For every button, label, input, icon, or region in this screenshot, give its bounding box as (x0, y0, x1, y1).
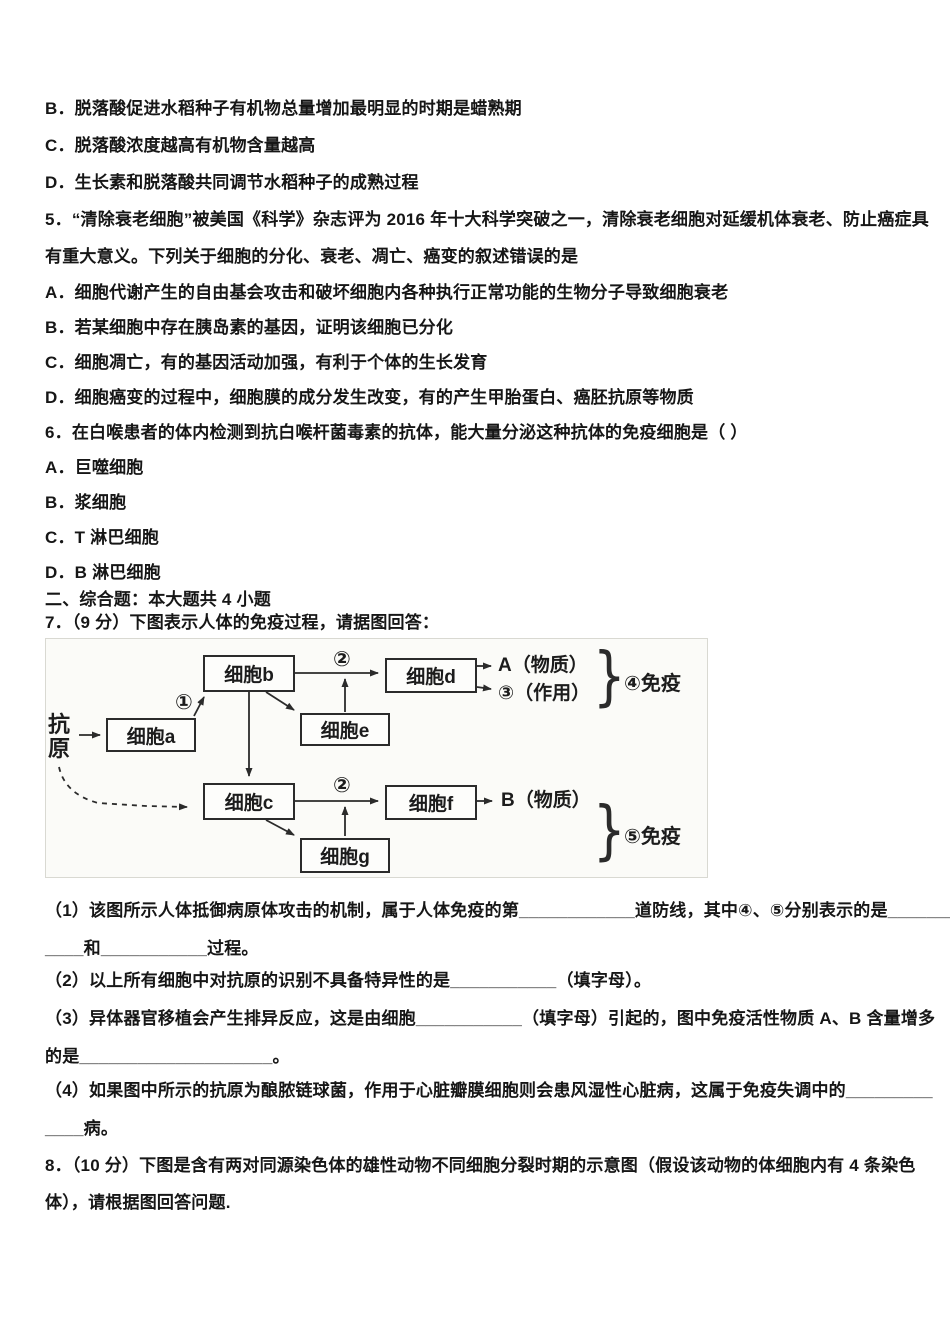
q7-sub1-line2: ____和___________过程。 (45, 939, 259, 958)
q8-stem-line1: 8．（10 分）下图是含有两对同源染色体的雄性动物不同细胞分裂时期的示意图（假设… (45, 1156, 916, 1175)
q8-stem-line2: 体），请根据图回答问题. (45, 1193, 231, 1212)
q7-sub3-line1: （3）异体器官移植会产生排异反应，这是由细胞___________（填字母）引起… (45, 1009, 936, 1028)
cell-b-box: 细胞b (203, 655, 295, 692)
immunity-4-label: ④免疫 (624, 673, 681, 695)
q5-option-d: D．细胞癌变的过程中，细胞膜的成分发生改变，有的产生甲胎蛋白、癌胚抗原等物质 (45, 388, 694, 407)
section-header: 二、综合题：本大题共 4 小题 (45, 590, 271, 609)
antigen-char-top: 抗 (48, 712, 71, 737)
cell-d-box: 细胞d (385, 658, 477, 693)
step-2-top-label: ② (333, 648, 351, 671)
substance-a-label: A（物质） (498, 655, 588, 676)
q6-option-d: D．B 淋巴细胞 (45, 563, 161, 582)
q5-stem-line2: 有重大意义。下列关于细胞的分化、衰老、凋亡、癌变的叙述错误的是 (45, 247, 579, 266)
q7-sub1-line1: （1）该图所示人体抵御病原体攻击的机制，属于人体免疫的第____________… (45, 901, 950, 920)
cell-g-box: 细胞g (300, 838, 390, 873)
substance-b-label: B（物质） (501, 790, 591, 811)
cell-c-box: 细胞c (203, 783, 295, 820)
q5-option-c: C．细胞凋亡，有的基因活动加强，有利于个体的生长发育 (45, 353, 488, 372)
q7-sub2: （2）以上所有细胞中对抗原的识别不具备特异性的是___________（填字母）… (45, 971, 652, 990)
q5-option-b: B．若某细胞中存在胰岛素的基因，证明该细胞已分化 (45, 318, 454, 337)
q7-stem: 7．（9 分）下图表示人体的免疫过程，请据图回答： (45, 613, 440, 632)
q7-sub4-line2: ____病。 (45, 1119, 119, 1138)
q6-stem: 6．在白喉患者的体内检测到抗白喉杆菌毒素的抗体，能大量分泌这种抗体的免疫细胞是（… (45, 423, 748, 442)
q7-sub3-line2: 的是____________________。 (45, 1047, 290, 1066)
antigen-char-bottom: 原 (48, 736, 71, 761)
antigen-label: 抗 原 (48, 713, 70, 761)
q5-option-a: A．细胞代谢产生的自由基会攻击和破坏细胞内各种执行正常功能的生物分子导致细胞衰老 (45, 283, 729, 302)
q4-option-b: B．脱落酸促进水稻种子有机物总量增加最明显的时期是蜡熟期 (45, 99, 522, 118)
cell-a-box: 细胞a (106, 718, 196, 752)
q4-option-c: C．脱落酸浓度越高有机物含量越高 (45, 136, 316, 155)
step-1-label: ① (175, 691, 193, 714)
q4-option-d: D．生长素和脱落酸共同调节水稻种子的成熟过程 (45, 173, 419, 192)
immunity-5-label: ⑤免疫 (624, 826, 681, 848)
q6-option-b: B．浆细胞 (45, 493, 127, 512)
brace-top: } (593, 640, 626, 714)
immune-process-diagram: 抗 原 细胞a 细胞b 细胞d 细胞e 细胞c 细胞f 细胞g ① ② ② A（… (45, 638, 708, 878)
cell-f-box: 细胞f (385, 785, 477, 820)
cell-e-box: 细胞e (300, 713, 390, 746)
effect-3-label: ③（作用） (498, 683, 591, 704)
q5-stem-line1: 5．“清除衰老细胞”被美国《科学》杂志评为 2016 年十大科学突破之一，清除衰… (45, 210, 929, 229)
q6-option-a: A．巨噬细胞 (45, 458, 144, 477)
q6-option-c: C．T 淋巴细胞 (45, 528, 159, 547)
q7-sub4-line1: （4）如果图中所示的抗原为酿脓链球菌，作用于心脏瓣膜细胞则会患风湿性心脏病，这属… (45, 1081, 933, 1100)
step-2-bottom-label: ② (333, 774, 351, 797)
brace-bottom: } (593, 794, 626, 868)
